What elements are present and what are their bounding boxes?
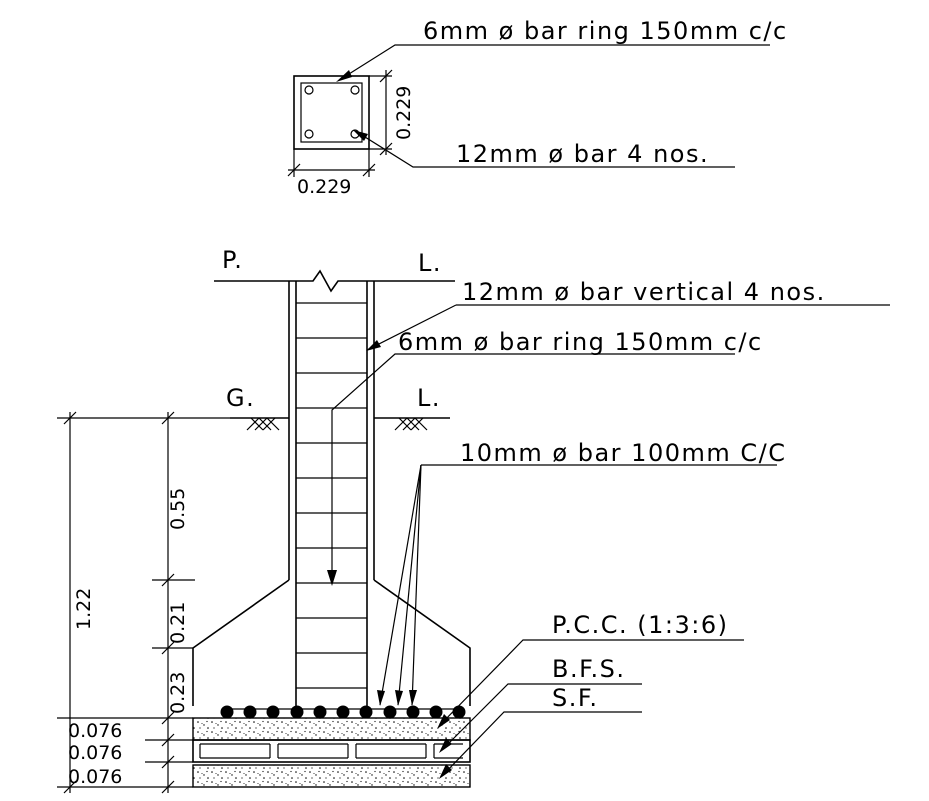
footing-elevation: P. L. [192,246,890,788]
section-ring-label: 6mm ø bar ring 150mm c/c [423,17,788,45]
plinth-l: L. [418,249,442,277]
mesh-leader [411,464,422,706]
mesh-leader [379,464,422,706]
dim-tick [362,163,376,177]
column-outline [293,75,370,150]
bar-circle [304,129,314,139]
arrowhead [353,130,368,141]
footing-left-slope [192,579,290,706]
dim-tick [379,69,393,83]
arrowhead [439,764,452,779]
dim-055: 0.55 [167,488,189,530]
ground-hatch-right [394,417,428,431]
dim-section-height: 0.229 [393,86,415,140]
arrowhead [377,690,385,706]
sf-label: S.F. [552,684,598,712]
mesh-bar-dots [220,705,466,719]
ground-g: G. [226,384,255,412]
ground-hatch-left [246,417,280,431]
vertical-bar-leader [366,304,457,351]
sf-leader [441,711,642,777]
bfs-leader [441,683,642,751]
arrowhead [437,714,450,729]
dim-021: 0.21 [167,602,189,644]
elevation-dimensions: 1.22 0.55 0.21 0.23 0.076 0.076 0.076 [57,411,230,794]
pcc-label: P.C.C. (1:3:6) [552,611,728,639]
dim-section-width: 0.229 [297,176,351,198]
arrowhead [409,690,417,706]
mesh-leader [397,464,422,706]
mesh-label: 10mm ø bar 100mm C/C [460,439,786,467]
dim-bfs: 0.076 [68,742,122,764]
dim-pcc: 0.076 [68,720,122,742]
arrowhead [366,340,381,351]
section-bars-label: 12mm ø bar 4 nos. [456,140,709,168]
elevation-ring-label: 6mm ø bar ring 150mm c/c [398,328,763,356]
bars-leader [356,131,735,168]
dim-sf: 0.076 [68,766,122,788]
column-ring [300,82,363,143]
bar-circle [350,85,360,95]
dim-total: 1.22 [73,588,95,630]
ring-leader [331,353,735,582]
column-cross-section: 6mm ø bar ring 150mm c/c 12mm ø bar 4 no… [287,17,788,198]
bar-circle [304,85,314,95]
footing-right-slope [373,579,471,706]
plinth-p: P. [222,246,243,274]
dim-tick [379,142,393,156]
ring-leader [340,44,770,80]
bfs-layer [192,739,471,763]
arrowhead [439,738,452,753]
dim-023: 0.23 [167,672,189,714]
pcc-leader [439,639,744,726]
arrowhead [395,690,403,706]
arrowhead [327,570,337,586]
sf-layer [192,764,471,788]
bfs-label: B.F.S. [552,655,626,683]
vertical-bar-label: 12mm ø bar vertical 4 nos. [462,278,826,306]
dim-tick [287,163,301,177]
ground-l: L. [417,384,441,412]
pcc-layer [192,717,471,741]
arrowhead [336,70,352,82]
